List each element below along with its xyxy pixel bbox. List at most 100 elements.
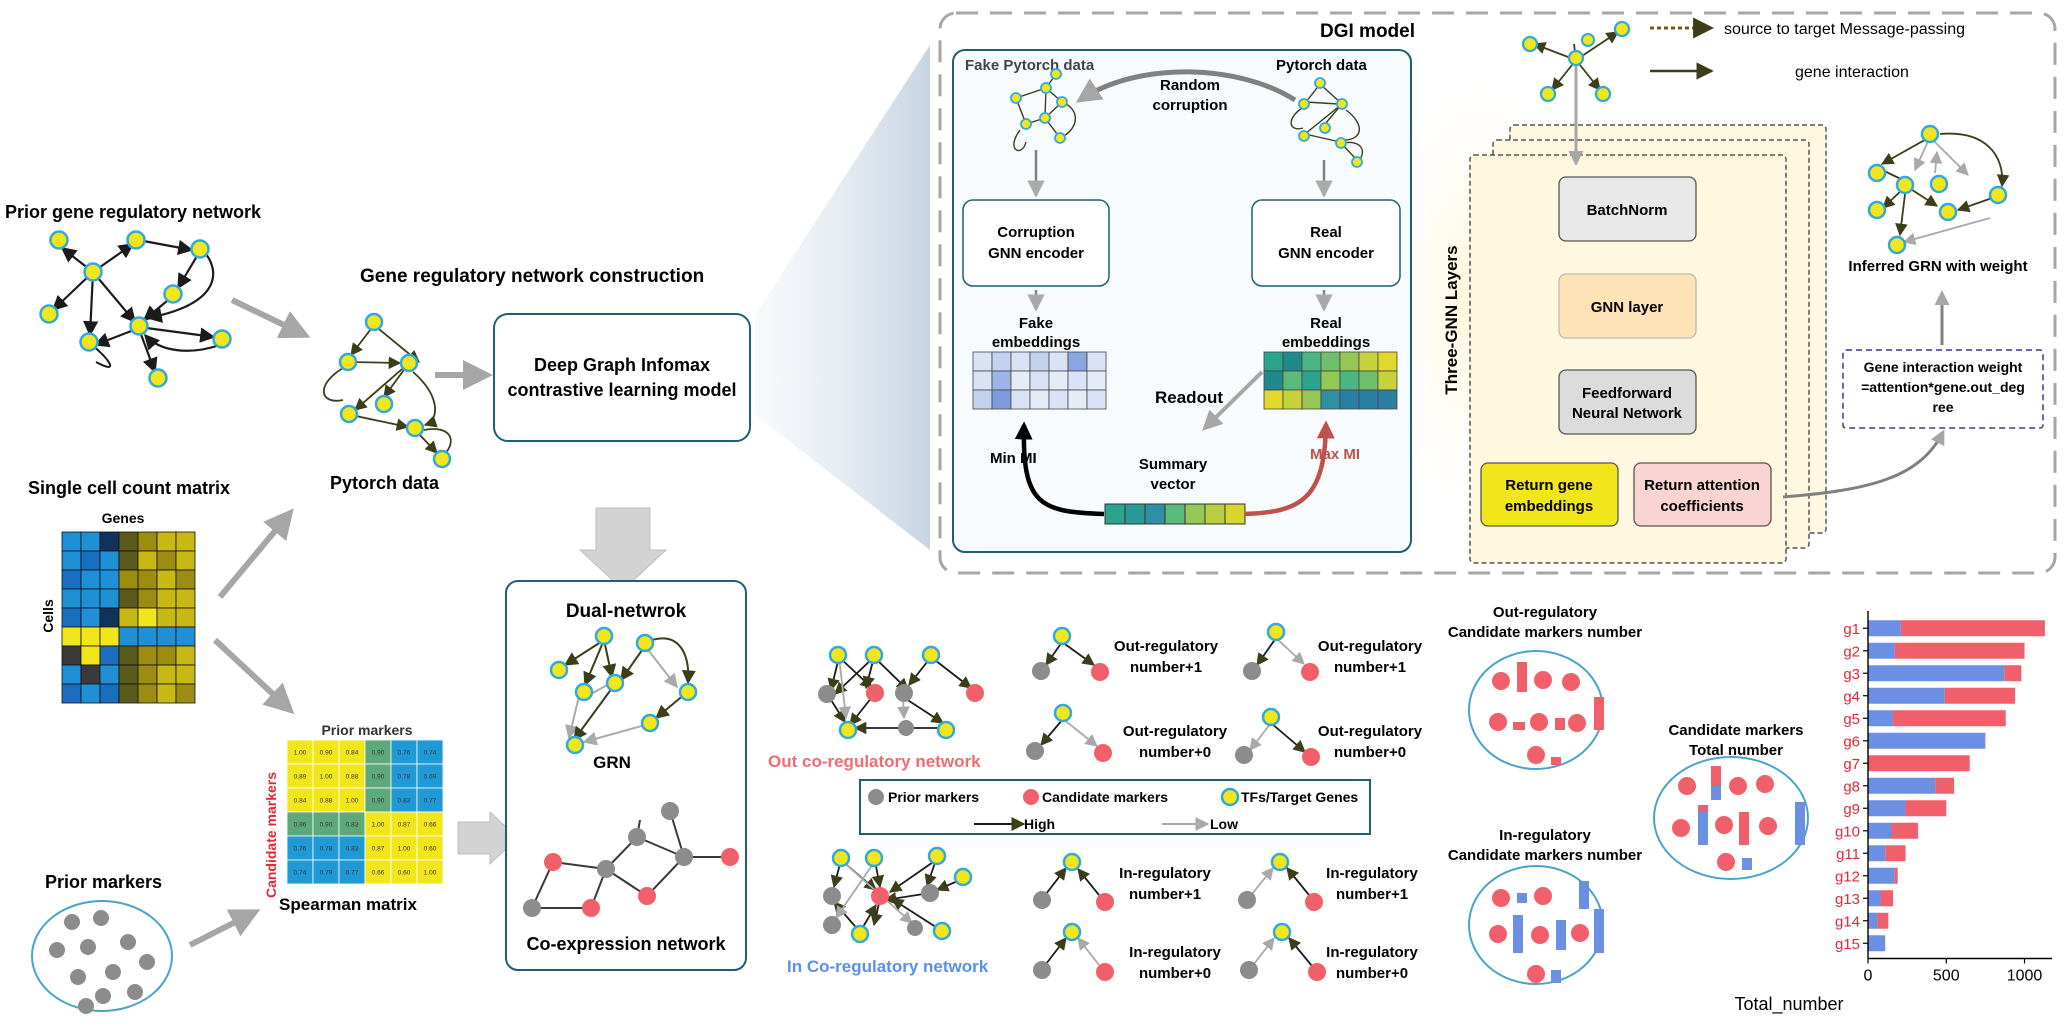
real-emb-cell: [1339, 351, 1360, 372]
count-cell: [99, 645, 120, 666]
spearman-value: 1.00: [398, 846, 411, 853]
spearman-value: 0.83: [346, 822, 359, 829]
ffn-label-1: Feedforward: [1582, 385, 1672, 402]
fake-emb-cell: [972, 351, 993, 372]
spearman-cell: [286, 787, 314, 813]
summary-label-1: Summary: [1139, 456, 1208, 473]
max-mi-label: Max MI: [1310, 446, 1360, 463]
interaction-legend: gene interaction: [1795, 64, 1909, 81]
fake-emb-cell: [1067, 351, 1088, 372]
in-rule-3-line1: In-regulatory: [1129, 944, 1221, 961]
bar-segment: [1868, 845, 1886, 862]
real-emb-cell: [1301, 370, 1322, 391]
spearman-value: 0.90: [320, 750, 333, 757]
spearman-value: 0.87: [398, 822, 411, 829]
total-candidates-line2: Total number: [1689, 742, 1783, 759]
spearman-value: 0.66: [372, 870, 385, 877]
spearman-value: 0.83: [398, 798, 411, 805]
real-emb-cell: [1263, 351, 1284, 372]
category-label: g11: [1836, 846, 1860, 863]
spearman-cell: [364, 859, 392, 885]
fake-emb-cell: [991, 370, 1012, 391]
count-cell: [99, 664, 120, 685]
count-cell: [118, 645, 139, 666]
corruption-encoder-2: GNN encoder: [988, 245, 1084, 262]
prior-markers-title: Prior markers: [45, 872, 162, 892]
category-label: g9: [1843, 801, 1860, 818]
real-graph: [1290, 77, 1363, 168]
dgi-box-line1: Deep Graph Infomax: [534, 355, 710, 375]
legend-tf-dot: [1220, 787, 1240, 807]
attention-to-weight-arrow: [1782, 429, 1945, 499]
fake-emb-cell: [1067, 389, 1088, 410]
bar-segment: [1894, 867, 1898, 884]
real-encoder-1: Real: [1310, 224, 1342, 241]
count-cell: [137, 550, 158, 571]
fake-emb-2: embeddings: [992, 334, 1080, 351]
return-emb-2: embeddings: [1505, 498, 1593, 515]
fake-emb-cell: [991, 351, 1012, 372]
spearman-cell: [286, 835, 314, 861]
count-cell: [156, 626, 177, 647]
spearman-value: 0.84: [294, 798, 307, 805]
spearman-cell: [312, 859, 340, 885]
count-cell: [156, 569, 177, 590]
fake-emb-cell: [1048, 370, 1069, 391]
cells-label: Cells: [40, 599, 56, 633]
real-emb-cell: [1377, 351, 1398, 372]
spearman-value: 0.78: [398, 774, 411, 781]
count-cell: [80, 664, 101, 685]
dgi-model-title: DGI model: [1320, 21, 1415, 42]
genes-label: Genes: [102, 510, 145, 526]
spearman-value: 0.87: [372, 846, 385, 853]
out-coregulatory-graph: [818, 645, 984, 740]
out-network-title: Out co-regulatory network: [768, 752, 981, 771]
spearman-value: 0.77: [424, 798, 437, 805]
in-rule-4-line2: number+0: [1336, 965, 1408, 982]
total-candidates-line1: Candidate markers: [1668, 722, 1803, 739]
return-emb-1: Return gene: [1505, 477, 1593, 494]
legend-low: Low: [1210, 816, 1238, 832]
count-cell: [118, 626, 139, 647]
fake-emb-cell: [1029, 351, 1050, 372]
right-arrow: [457, 810, 519, 866]
fake-emb-cell: [1086, 389, 1107, 410]
real-encoder-2: GNN encoder: [1278, 245, 1374, 262]
spearman-value: 1.00: [424, 870, 437, 877]
return-att-2: coefficients: [1660, 498, 1743, 515]
spearman-value: 0.89: [294, 774, 307, 781]
real-emb-1: Real: [1310, 315, 1342, 332]
count-cell: [61, 531, 82, 552]
real-emb-cell: [1339, 370, 1360, 391]
count-cell: [80, 683, 101, 704]
gnn-layer-box: [1558, 273, 1697, 339]
spearman-candidate-label: Candidate markers: [263, 772, 279, 898]
real-emb-cell: [1320, 389, 1341, 410]
count-cell: [61, 683, 82, 704]
count-cell: [156, 645, 177, 666]
in-network-title: In Co-regulatory network: [787, 957, 989, 976]
count-cell: [61, 550, 82, 571]
prior-grn-title: Prior gene regulatory network: [5, 202, 262, 222]
count-cell: [99, 626, 120, 647]
x-axis-label: Total_number: [1734, 994, 1843, 1015]
count-cell: [80, 588, 101, 609]
fake-emb-cell: [1067, 370, 1088, 391]
x-tick-label: 0: [1864, 968, 1873, 985]
out-rule-1-line2: number+1: [1130, 659, 1202, 676]
spearman-value: 0.90: [372, 774, 385, 781]
count-cell: [175, 607, 196, 628]
real-emb-cell: [1263, 389, 1284, 410]
real-emb-cell: [1263, 370, 1284, 391]
legend-candidate: Candidate markers: [1042, 789, 1168, 805]
count-cell: [118, 531, 139, 552]
x-tick-label: 1000: [2007, 968, 2043, 985]
summary-cell: [1144, 503, 1166, 525]
weight-formula-box: [1842, 349, 2044, 429]
bar-segment: [1877, 912, 1889, 929]
out-rule-3-line2: number+0: [1139, 744, 1211, 761]
bar-segment: [1868, 620, 1901, 637]
count-cell: [175, 588, 196, 609]
legend-tf: TFs/Target Genes: [1241, 789, 1358, 805]
count-cell: [118, 683, 139, 704]
